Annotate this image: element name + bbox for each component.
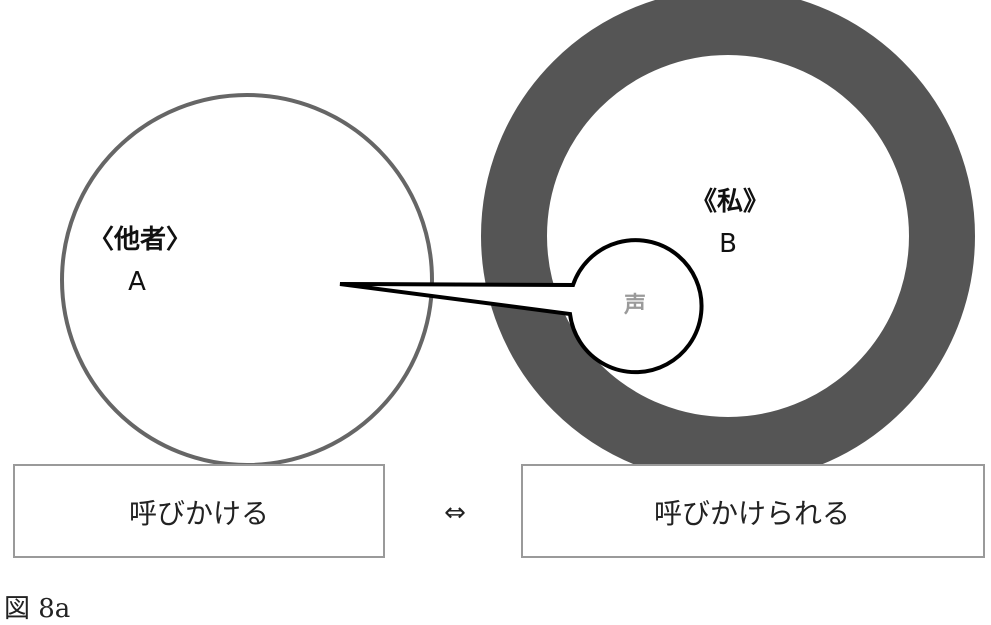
double-arrow-icon: ⇔ xyxy=(444,498,466,528)
other-circle xyxy=(60,93,434,467)
voice-label: 声 xyxy=(623,293,646,318)
other-name-label: 〈他者〉 xyxy=(88,225,192,255)
other-letter-label: A xyxy=(128,267,146,297)
self-name-label: 《私》 xyxy=(691,187,769,217)
calling-box xyxy=(13,464,385,558)
figure-caption: 図 8a xyxy=(4,594,71,624)
calling-box-label: 呼びかける xyxy=(129,497,269,530)
being-called-box-label: 呼びかけられる xyxy=(654,497,850,530)
being-called-box xyxy=(521,464,985,558)
self-letter-label: B xyxy=(719,229,737,259)
voice-bubble xyxy=(339,238,704,375)
